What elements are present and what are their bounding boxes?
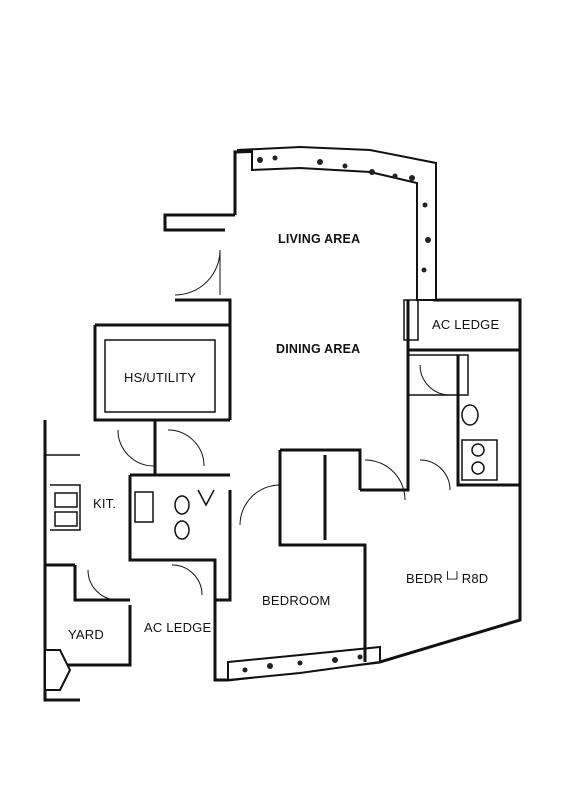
- room-label-bedroom-1: BEDROOM: [262, 593, 331, 608]
- room-label-bedroom-2: BEDR└┘R8D: [406, 571, 489, 586]
- room-label-utility: HS/UTILITY: [124, 370, 197, 385]
- room-label-living: LIVING AREA: [278, 232, 361, 246]
- room-label-ac-ledge-top: AC LEDGE: [432, 317, 500, 332]
- planter-top: [236, 145, 437, 301]
- room-label-ac-ledge-bottom: AC LEDGE: [144, 620, 212, 635]
- room-label-kitchen: KIT.: [93, 496, 117, 511]
- planter-bottom: [227, 645, 381, 682]
- interior-walls: [44, 299, 520, 691]
- door-swings: [87, 249, 451, 601]
- room-label-dining: DINING AREA: [276, 342, 361, 356]
- room-label-yard: YARD: [68, 627, 104, 642]
